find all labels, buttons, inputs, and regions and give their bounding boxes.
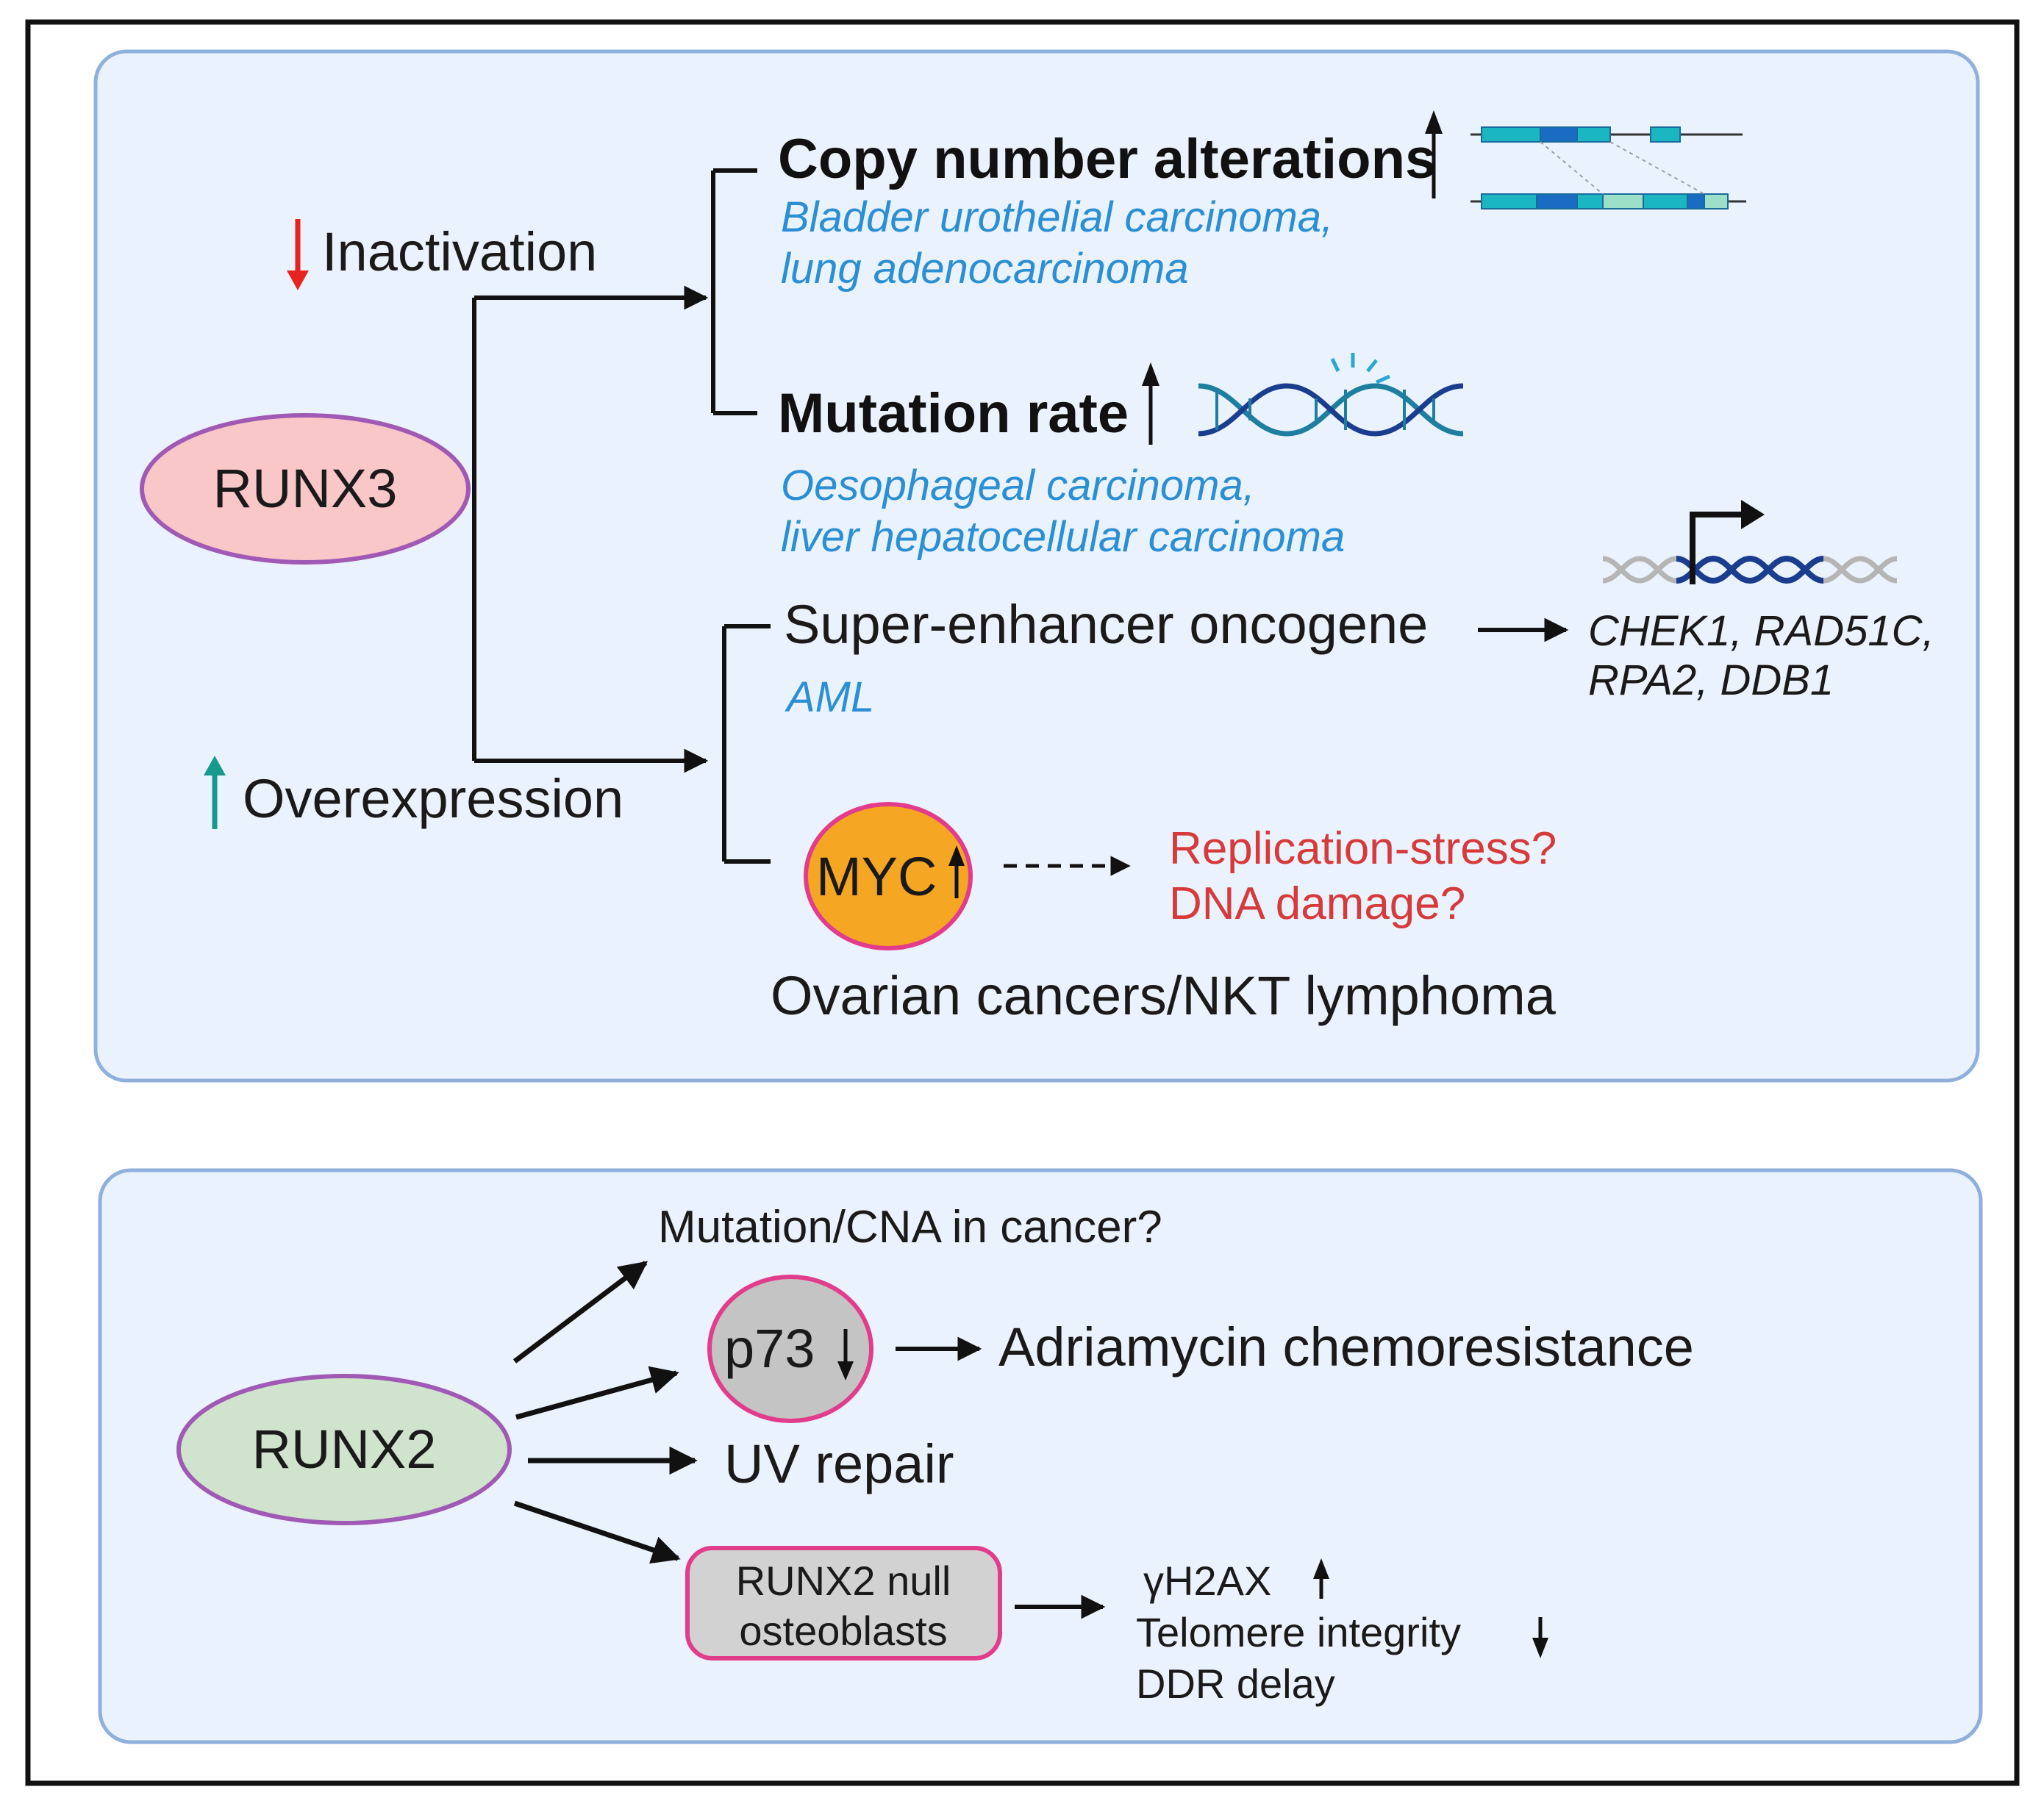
- myc-outcome-2: DNA damage?: [1169, 878, 1465, 929]
- down-arrow-icon: [1532, 1617, 1548, 1658]
- bottom-panel: [98, 1168, 1983, 1744]
- up-arrow-icon: [204, 756, 226, 829]
- cna-group: Copy number alterations Bladder urotheli…: [778, 110, 1746, 293]
- p73-node: [707, 1275, 873, 1423]
- p73-label: p73: [724, 1318, 815, 1379]
- runx3-label: RUNX3: [213, 458, 398, 519]
- uv-repair-label: UV repair: [724, 1433, 954, 1494]
- up-arrow-icon: [1313, 1558, 1329, 1599]
- up-arrow-icon: [948, 845, 965, 898]
- null-osteoblasts-line-1: RUNX2 null: [736, 1558, 951, 1604]
- super-enhancer-group: Super-enhancer oncogene AML CHEK1, RAD51…: [784, 500, 1934, 721]
- up-arrow-icon: [1425, 110, 1443, 198]
- myc-outcome-1: Replication-stress?: [1169, 823, 1557, 874]
- cna-cancer-2: lung adenocarcinoma: [781, 245, 1189, 293]
- runx3-node: RUNX3: [140, 413, 471, 565]
- effects-group: γH2AX Telomere integrity DDR delay: [1136, 1558, 1548, 1707]
- transcription-dna-icon: [1602, 500, 1898, 584]
- top-panel: [93, 49, 1980, 1083]
- inactivation-label-group: Inactivation: [287, 219, 597, 290]
- overexpression-label-group: Overexpression: [204, 756, 623, 829]
- null-osteoblasts-box: [685, 1546, 1002, 1661]
- down-arrow-icon: [287, 219, 309, 290]
- runx2-node: RUNX2: [176, 1374, 512, 1525]
- runx3-branch-lines: [472, 168, 771, 864]
- overexpression-label: Overexpression: [243, 768, 623, 829]
- runx2-label: RUNX2: [252, 1419, 437, 1480]
- up-arrow-icon: [1142, 362, 1159, 445]
- null-osteoblasts-group: RUNX2 null osteoblasts: [685, 1546, 1106, 1661]
- gene-list-2: RPA2, DDB1: [1588, 656, 1834, 704]
- myc-node: [804, 802, 973, 950]
- mutation-cancer-1: Oesophageal carcinoma,: [781, 462, 1255, 509]
- mutation-cna-label: Mutation/CNA in cancer?: [658, 1202, 1162, 1253]
- chromosome-icon: [1471, 126, 1746, 209]
- super-enhancer-title: Super-enhancer oncogene: [784, 594, 1428, 655]
- mutation-group: Mutation rate Oesophageal carcinoma, liv…: [778, 353, 1464, 561]
- dna-icon: [1198, 353, 1464, 437]
- cna-cancer-1: Bladder urothelial carcinoma,: [781, 193, 1333, 241]
- null-osteoblasts-line-2: osteoblasts: [739, 1608, 947, 1654]
- myc-cancer: Ovarian cancers/NKT lymphoma: [771, 965, 1557, 1026]
- effect-telomere: Telomere integrity: [1136, 1609, 1461, 1655]
- chemoresistance-label: Adriamycin chemoresistance: [998, 1317, 1694, 1378]
- mutation-title: Mutation rate: [778, 382, 1129, 445]
- aml-label: AML: [785, 673, 874, 721]
- myc-group: MYC Replication-stress? DNA damage? Ovar…: [771, 802, 1557, 1026]
- inactivation-label: Inactivation: [322, 221, 597, 282]
- effect-gh2ax: γH2AX: [1143, 1558, 1271, 1604]
- p73-group: p73 Adriamycin chemoresistance: [707, 1275, 1694, 1423]
- down-arrow-icon: [837, 1329, 854, 1380]
- runx2-arrows: [512, 1261, 698, 1564]
- effect-ddr-delay: DDR delay: [1136, 1661, 1335, 1707]
- mutation-cancer-2: liver hepatocellular carcinoma: [781, 513, 1345, 561]
- myc-label: MYC: [816, 846, 937, 907]
- gene-list-1: CHEK1, RAD51C,: [1588, 607, 1934, 655]
- cna-title: Copy number alterations: [778, 128, 1436, 190]
